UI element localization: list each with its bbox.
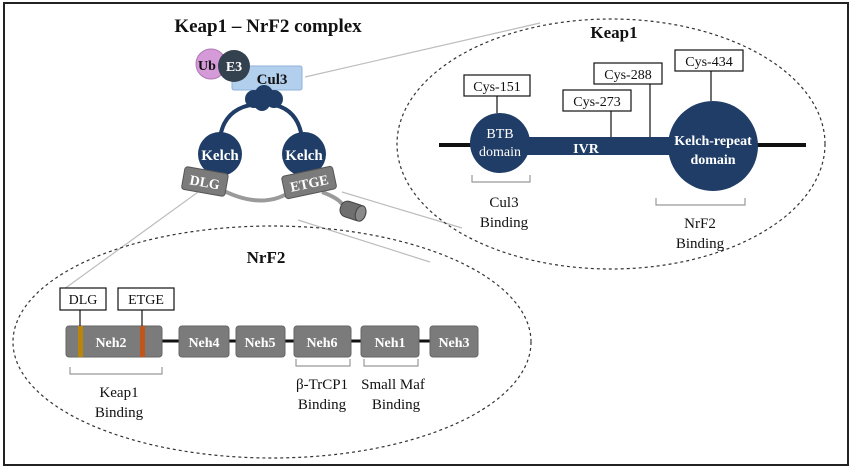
kelch-repeat-circle: [668, 101, 758, 191]
figure-title: Keap1 – NrF2 complex: [174, 16, 362, 37]
complex-illustration: Cul3 Ub E3 Kelch Kelch DLG ETGE: [181, 48, 367, 222]
figure-frame: [3, 2, 849, 466]
nrf2-etge-box: [117, 287, 175, 311]
cul3-binding-bracket: [471, 175, 531, 183]
cys434-label: Cys-434: [685, 55, 732, 70]
btb-label-2: domain: [479, 145, 521, 160]
nrf2-dlg-box: [59, 287, 107, 311]
nrf2-binding-label-2: Binding: [676, 236, 725, 252]
smallmaf-binding-bracket: [363, 359, 419, 367]
e3-label: E3: [226, 60, 242, 75]
nrf2-dlg-label: DLG: [69, 293, 98, 308]
keap1-title: Keap1: [590, 23, 637, 42]
kelch-repeat-label-2: domain: [690, 153, 735, 168]
neh1-box: [360, 325, 420, 358]
btb-domain-circle: [470, 113, 530, 173]
btb-label-1: BTB: [486, 127, 513, 142]
neh4-label: Neh4: [188, 336, 219, 351]
neh3-label: Neh3: [438, 336, 469, 351]
nrf2-etge-label: ETGE: [128, 293, 164, 308]
nrf2-schematic: NrF2 Neh2 DLG ETGE Neh4 Neh5 Neh6 Neh1 N…: [59, 248, 479, 421]
btrcp1-binding-bracket: [295, 359, 351, 367]
cys151-label: Cys-151: [473, 80, 520, 95]
neh3-box: [429, 325, 479, 358]
cul3-binding-label-1: Cul3: [489, 195, 518, 211]
complex-dlg-box: [181, 166, 229, 197]
kelch-left: [198, 132, 242, 176]
keap1-schematic: Keap1 IVR BTB domain Kelch-repeat domain…: [439, 23, 806, 252]
e3-circle: [218, 50, 250, 82]
keap1-binding-bracket: [69, 367, 163, 375]
kelch-right-label: Kelch: [285, 148, 323, 164]
neh1-label: Neh1: [374, 336, 405, 351]
neh6-box: [293, 325, 352, 358]
kelch-right: [282, 132, 326, 176]
keap1-binding-label-1: Keap1: [99, 385, 138, 401]
neh4-box: [178, 325, 230, 358]
cys273-label: Cys-273: [573, 95, 620, 110]
cys273-box: [562, 89, 632, 112]
cys288-label: Cys-288: [604, 68, 651, 83]
neh6-label: Neh6: [306, 336, 337, 351]
dlg-marker: [78, 326, 83, 357]
nrf2-title: NrF2: [247, 248, 286, 267]
neh2-label: Neh2: [95, 336, 126, 351]
ivr-label: IVR: [573, 142, 600, 157]
zoom-lines: [59, 22, 541, 293]
smallmaf-binding-label-2: Binding: [372, 397, 421, 413]
nrf2-binding-bracket: [655, 198, 746, 206]
ub-label: Ub: [198, 59, 216, 74]
complex-etge-box: [281, 165, 337, 200]
cul3-label: Cul3: [257, 72, 288, 88]
neh5-box: [235, 325, 286, 358]
btrcp1-binding-label-1: β-TrCP1: [296, 377, 348, 393]
cul3-binding-label-2: Binding: [480, 215, 529, 231]
cys434-box: [674, 49, 744, 72]
neh5-label: Neh5: [244, 336, 275, 351]
etge-marker: [140, 326, 145, 357]
keap1-binding-label-2: Binding: [95, 405, 144, 421]
smallmaf-binding-label-1: Small Maf: [361, 377, 425, 393]
nrf2-tail-cylinder: [339, 200, 367, 222]
btrcp1-binding-label-2: Binding: [298, 397, 347, 413]
keap1-zoom-ellipse: [396, 18, 826, 270]
nrf2-binding-label-1: NrF2: [684, 216, 716, 232]
btb-dimer: [245, 85, 283, 111]
complex-dlg-label: DLG: [188, 173, 221, 193]
kelch-repeat-label-1: Kelch-repeat: [674, 134, 752, 149]
nrf2-zoom-ellipse: [12, 225, 532, 459]
cys288-box: [593, 62, 663, 85]
kelch-left-label: Kelch: [201, 148, 239, 164]
neh2-box: [65, 325, 163, 358]
